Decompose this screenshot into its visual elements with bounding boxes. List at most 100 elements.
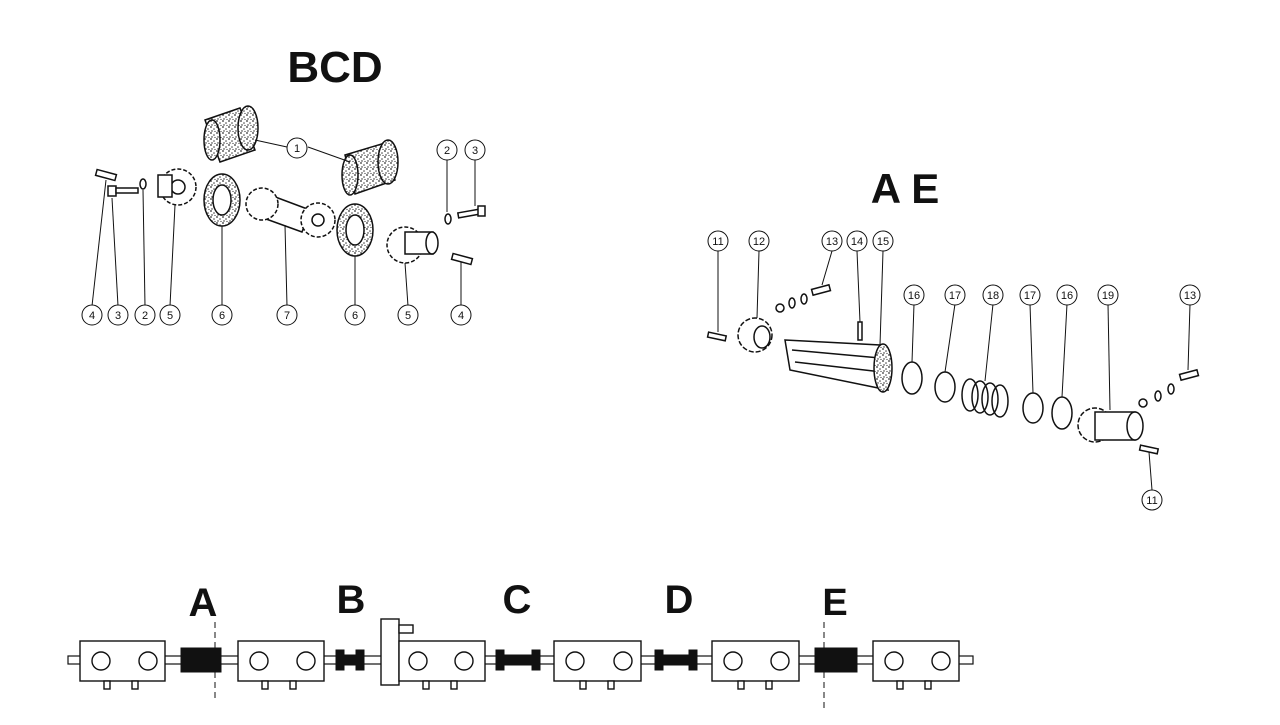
callout-19: 19 — [1097, 284, 1119, 306]
svg-text:18: 18 — [987, 290, 999, 302]
coupling-label-a: A — [189, 581, 218, 625]
svg-text:4: 4 — [458, 310, 464, 322]
svg-text:16: 16 — [1061, 290, 1073, 302]
callout-3-left: 3 — [107, 304, 129, 326]
coupling-e-block — [814, 647, 858, 673]
svg-text:2: 2 — [444, 145, 450, 157]
svg-text:13: 13 — [826, 236, 838, 248]
shaft-line-layout: A B C D E — [67, 578, 974, 708]
svg-text:12: 12 — [753, 236, 765, 248]
svg-text:15: 15 — [877, 236, 889, 248]
spring-part-18 — [961, 378, 1009, 418]
callout-16-left: 16 — [903, 284, 925, 306]
pin-part-4a — [94, 168, 118, 182]
washer-part-17a — [934, 371, 956, 403]
svg-text:14: 14 — [851, 236, 863, 248]
callout-5-left: 5 — [159, 304, 181, 326]
coupling-ring-part-6b — [336, 203, 374, 257]
washer-part-17b — [1022, 392, 1044, 424]
callout-17-left: 17 — [944, 284, 966, 306]
bolt-part-13a — [775, 283, 832, 313]
bcd-leader-lines — [91, 139, 476, 307]
callout-16-right: 16 — [1056, 284, 1078, 306]
pin-part-11a — [706, 331, 728, 342]
sprocket-part-5b — [386, 226, 439, 264]
bushing-part-1b — [341, 139, 399, 196]
coupling-label-b: B — [337, 578, 366, 622]
ae-assembly-title: A E — [871, 165, 939, 212]
callout-11-top: 11 — [707, 230, 729, 252]
ae-parts — [706, 283, 1200, 455]
gear-unit-1 — [79, 640, 166, 690]
washer-part-2a — [139, 178, 147, 190]
bcd-callouts: 1 2 3 4 3 2 5 6 7 6 5 4 — [81, 137, 486, 326]
callout-3-top: 3 — [464, 139, 486, 161]
svg-text:16: 16 — [908, 290, 920, 302]
svg-text:2: 2 — [142, 310, 148, 322]
callout-15: 15 — [872, 230, 894, 252]
svg-text:1: 1 — [294, 143, 300, 155]
svg-text:5: 5 — [405, 310, 411, 322]
ae-callouts: 11 12 13 14 15 16 17 18 17 16 19 13 11 — [707, 230, 1201, 511]
coupling-label-e: E — [822, 582, 847, 624]
callout-6-left: 6 — [211, 304, 233, 326]
ae-leader-lines — [717, 250, 1191, 491]
sprocket-part-5a — [157, 168, 197, 206]
bcd-parts — [94, 105, 486, 266]
shaft-part-7 — [245, 187, 336, 238]
grease-nipple-part-14 — [857, 321, 863, 341]
callout-18: 18 — [982, 284, 1004, 306]
svg-text:6: 6 — [219, 310, 225, 322]
callout-1: 1 — [286, 137, 308, 159]
bolt-part-13b — [1138, 368, 1200, 408]
hub-part-12 — [737, 317, 773, 353]
svg-text:17: 17 — [949, 290, 961, 302]
callout-2-left: 2 — [134, 304, 156, 326]
callout-13-right: 13 — [1179, 284, 1201, 306]
bcd-assembly-title: BCD — [287, 43, 382, 92]
coupling-b-block — [335, 649, 365, 671]
callout-4-left: 4 — [81, 304, 103, 326]
gear-unit-3-with-drive — [380, 618, 486, 690]
callout-13-top: 13 — [821, 230, 843, 252]
circlip-part-16a — [901, 361, 923, 395]
hub-part-19 — [1077, 407, 1144, 443]
coupling-label-d: D — [665, 578, 694, 622]
svg-text:6: 6 — [352, 310, 358, 322]
svg-text:11: 11 — [712, 236, 723, 248]
gear-unit-5 — [711, 640, 800, 690]
bushing-part-1a — [203, 105, 259, 163]
circlip-part-16b — [1051, 396, 1073, 430]
svg-text:11: 11 — [1146, 495, 1157, 507]
callout-14: 14 — [846, 230, 868, 252]
coupling-a-block — [180, 647, 222, 673]
svg-text:5: 5 — [167, 310, 173, 322]
callout-5-right: 5 — [397, 304, 419, 326]
gear-unit-6 — [872, 640, 960, 690]
callout-2-top: 2 — [436, 139, 458, 161]
bolt-part-3b — [456, 205, 486, 219]
pin-part-11b — [1138, 444, 1160, 455]
callout-4-right: 4 — [450, 304, 472, 326]
svg-text:3: 3 — [472, 145, 478, 157]
svg-text:7: 7 — [284, 310, 290, 322]
bolt-part-3a — [107, 185, 139, 197]
coupling-label-c: C — [503, 578, 532, 622]
callout-12: 12 — [748, 230, 770, 252]
washer-part-2b — [444, 213, 452, 225]
coupling-d-block — [654, 649, 698, 671]
callout-11-bottom: 11 — [1141, 489, 1163, 511]
callout-6-right: 6 — [344, 304, 366, 326]
svg-text:4: 4 — [89, 310, 95, 322]
gear-unit-4 — [553, 640, 642, 690]
svg-text:17: 17 — [1024, 290, 1036, 302]
pin-part-4b — [450, 252, 474, 266]
coupling-c-block — [495, 649, 541, 671]
svg-text:19: 19 — [1102, 290, 1114, 302]
callout-17-right: 17 — [1019, 284, 1041, 306]
callout-7: 7 — [276, 304, 298, 326]
svg-text:13: 13 — [1184, 290, 1196, 302]
coupling-ring-part-6a — [203, 173, 241, 227]
housing-part-15 — [784, 321, 893, 393]
